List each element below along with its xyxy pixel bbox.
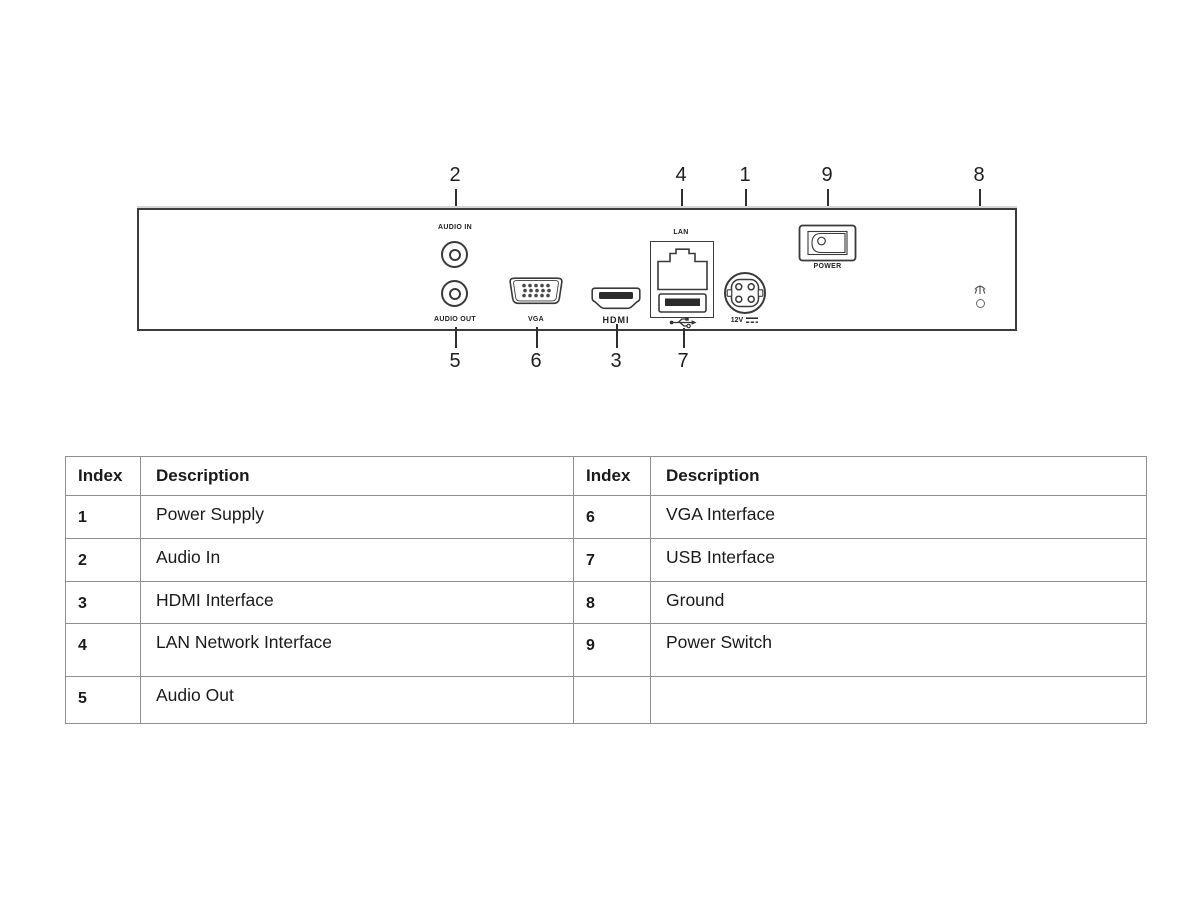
index-cell: 6	[573, 495, 651, 539]
vga-label: VGA	[527, 316, 545, 323]
lan-label: LAN	[673, 229, 689, 236]
index-cell: 9	[573, 623, 651, 677]
leader-line-7	[683, 328, 685, 348]
description-cell: Audio In	[140, 538, 574, 582]
callout-number-4: 4	[675, 164, 687, 186]
index-cell: 4	[65, 623, 141, 677]
audio-in-jack-pin	[448, 248, 461, 261]
description-cell: Audio Out	[140, 676, 574, 724]
header-description-left: Description	[140, 456, 574, 496]
header-index-right: Index	[573, 456, 651, 496]
audio-out-label: AUDIO OUT	[434, 316, 476, 323]
audio-in-jack	[441, 241, 468, 268]
callout-number-6: 6	[530, 350, 542, 372]
index-cell	[573, 676, 651, 724]
index-cell: 7	[573, 538, 651, 582]
index-cell: 2	[65, 538, 141, 582]
audio-in-label: AUDIO IN	[438, 224, 472, 231]
table-row: 4 LAN Network Interface 9 Power Switch	[65, 623, 1147, 677]
table-row: 2 Audio In 7 USB Interface	[65, 538, 1147, 582]
dc-voltage-text: 12V	[730, 317, 744, 324]
rj45-port	[657, 248, 708, 291]
hdmi-label: HDMI	[602, 315, 630, 325]
description-cell: USB Interface	[650, 538, 1147, 582]
description-cell: Ground	[650, 581, 1147, 624]
table-header-row: Index Description Index Description	[65, 456, 1147, 496]
index-description-table: Index Description Index Description 1 Po…	[65, 456, 1147, 724]
leader-line-2	[455, 189, 457, 222]
table-row: 3 HDMI Interface 8 Ground	[65, 581, 1147, 624]
rear-panel-outline	[137, 208, 1017, 331]
ground-screw-hole	[976, 299, 985, 308]
power-switch	[798, 224, 857, 262]
description-cell: HDMI Interface	[140, 581, 574, 624]
table-row: 1 Power Supply 6 VGA Interface	[65, 495, 1147, 539]
leader-line-5	[455, 327, 457, 348]
usb-port	[658, 293, 707, 313]
leader-line-9	[827, 189, 829, 226]
callout-number-3: 3	[610, 350, 622, 372]
leader-line-6	[536, 327, 538, 348]
dc-power-connector	[724, 272, 766, 314]
callout-number-2: 2	[449, 164, 461, 186]
callout-number-7: 7	[677, 350, 689, 372]
index-cell: 8	[573, 581, 651, 624]
usb-trident-icon	[669, 317, 697, 329]
description-cell: Power Supply	[140, 495, 574, 539]
callout-number-9: 9	[821, 164, 833, 186]
description-cell	[650, 676, 1147, 724]
hdmi-connector	[591, 287, 641, 310]
table-row: 5 Audio Out	[65, 676, 1147, 724]
audio-out-jack	[441, 280, 468, 307]
description-cell: LAN Network Interface	[140, 623, 574, 677]
index-cell: 1	[65, 495, 141, 539]
dc-voltage-label: 12V	[723, 316, 767, 325]
callout-number-5: 5	[449, 350, 461, 372]
header-index-left: Index	[65, 456, 141, 496]
power-switch-label: POWER	[813, 263, 842, 270]
index-cell: 5	[65, 676, 141, 724]
index-cell: 3	[65, 581, 141, 624]
header-description-right: Description	[650, 456, 1147, 496]
audio-out-jack-pin	[448, 287, 461, 300]
callout-number-8: 8	[973, 164, 985, 186]
dc-voltage-icon	[746, 317, 759, 323]
earth-ground-icon	[974, 285, 986, 294]
description-cell: VGA Interface	[650, 495, 1147, 539]
leader-line-3	[616, 324, 618, 348]
callout-number-1: 1	[739, 164, 751, 186]
description-cell: Power Switch	[650, 623, 1147, 677]
vga-connector	[509, 277, 563, 305]
